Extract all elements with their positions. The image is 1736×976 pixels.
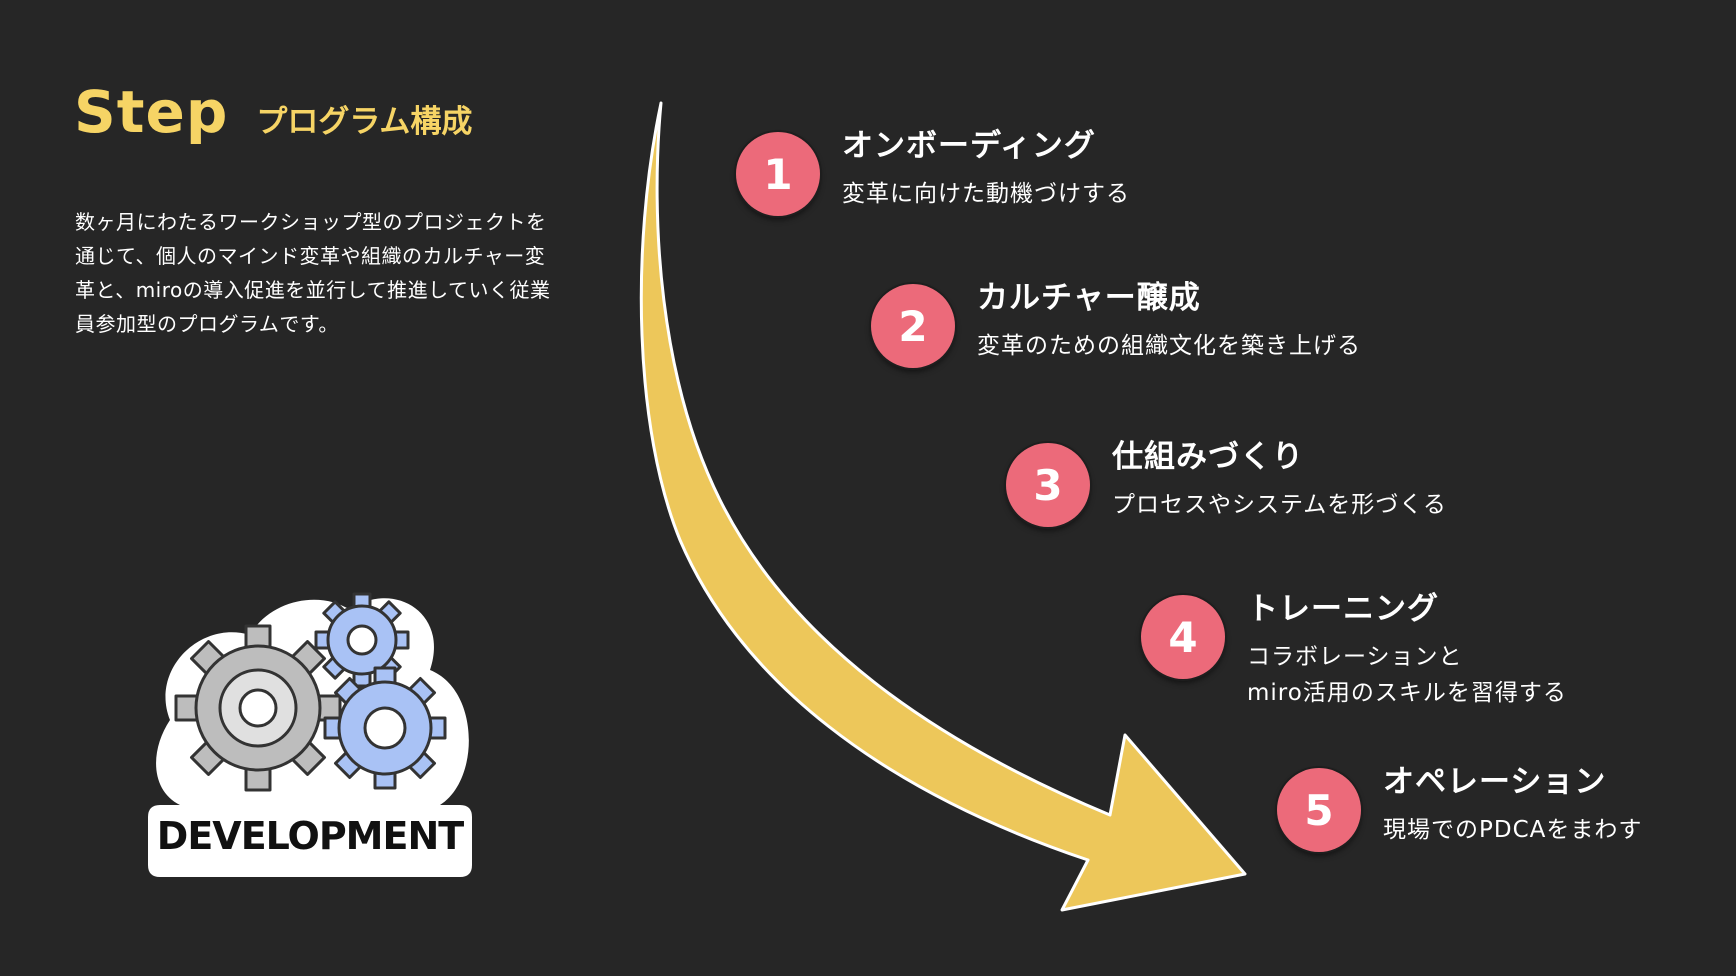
development-label: DEVELOPMENT [156,814,464,858]
step-text: 仕組みづくり プロセスやシステムを形づくる [1112,435,1447,523]
step-title: カルチャー醸成 [977,280,1201,316]
gears-icon [148,592,472,877]
step-title: オペレーション [1383,764,1607,800]
page-title: プログラム構成 [256,104,473,140]
step-2: 2 カルチャー醸成 変革のための組織文化を築き上げる [871,276,1361,368]
step-description: 変革のための組織文化を築き上げる [977,333,1361,359]
header: Step プログラム構成 [74,78,472,146]
step-text: オペレーション 現場でのPDCAをまわす [1383,760,1642,848]
program-description: 数ヶ月にわたるワークショップ型のプロジェクトを通じて、個人のマインド変革や組織の… [75,210,551,336]
step-number-badge: 1 [736,132,820,216]
step-text: カルチャー醸成 変革のための組織文化を築き上げる [977,276,1361,364]
step-4: 4 トレーニング コラボレーションと miro活用のスキルを習得する [1141,587,1567,711]
step-text: オンボーディング 変革に向けた動機づけする [842,124,1130,212]
step-description: プロセスやシステムを形づくる [1112,492,1447,518]
step-description: コラボレーションと miro活用のスキルを習得する [1247,644,1567,706]
step-3: 3 仕組みづくり プロセスやシステムを形づくる [1006,435,1447,527]
step-text: トレーニング コラボレーションと miro活用のスキルを習得する [1247,587,1567,711]
step-number-badge: 4 [1141,595,1225,679]
step-1: 1 オンボーディング 変革に向けた動機づけする [736,124,1130,216]
step-title: トレーニング [1247,591,1439,627]
step-description: 変革に向けた動機づけする [842,181,1130,207]
step-number-badge: 5 [1277,768,1361,852]
step-5: 5 オペレーション 現場でのPDCAをまわす [1277,760,1642,852]
step-description: 現場でのPDCAをまわす [1383,817,1643,843]
step-number-badge: 3 [1006,443,1090,527]
step-title: 仕組みづくり [1112,439,1304,475]
step-heading: Step [74,78,229,146]
step-number-badge: 2 [871,284,955,368]
step-title: オンボーディング [842,128,1096,164]
